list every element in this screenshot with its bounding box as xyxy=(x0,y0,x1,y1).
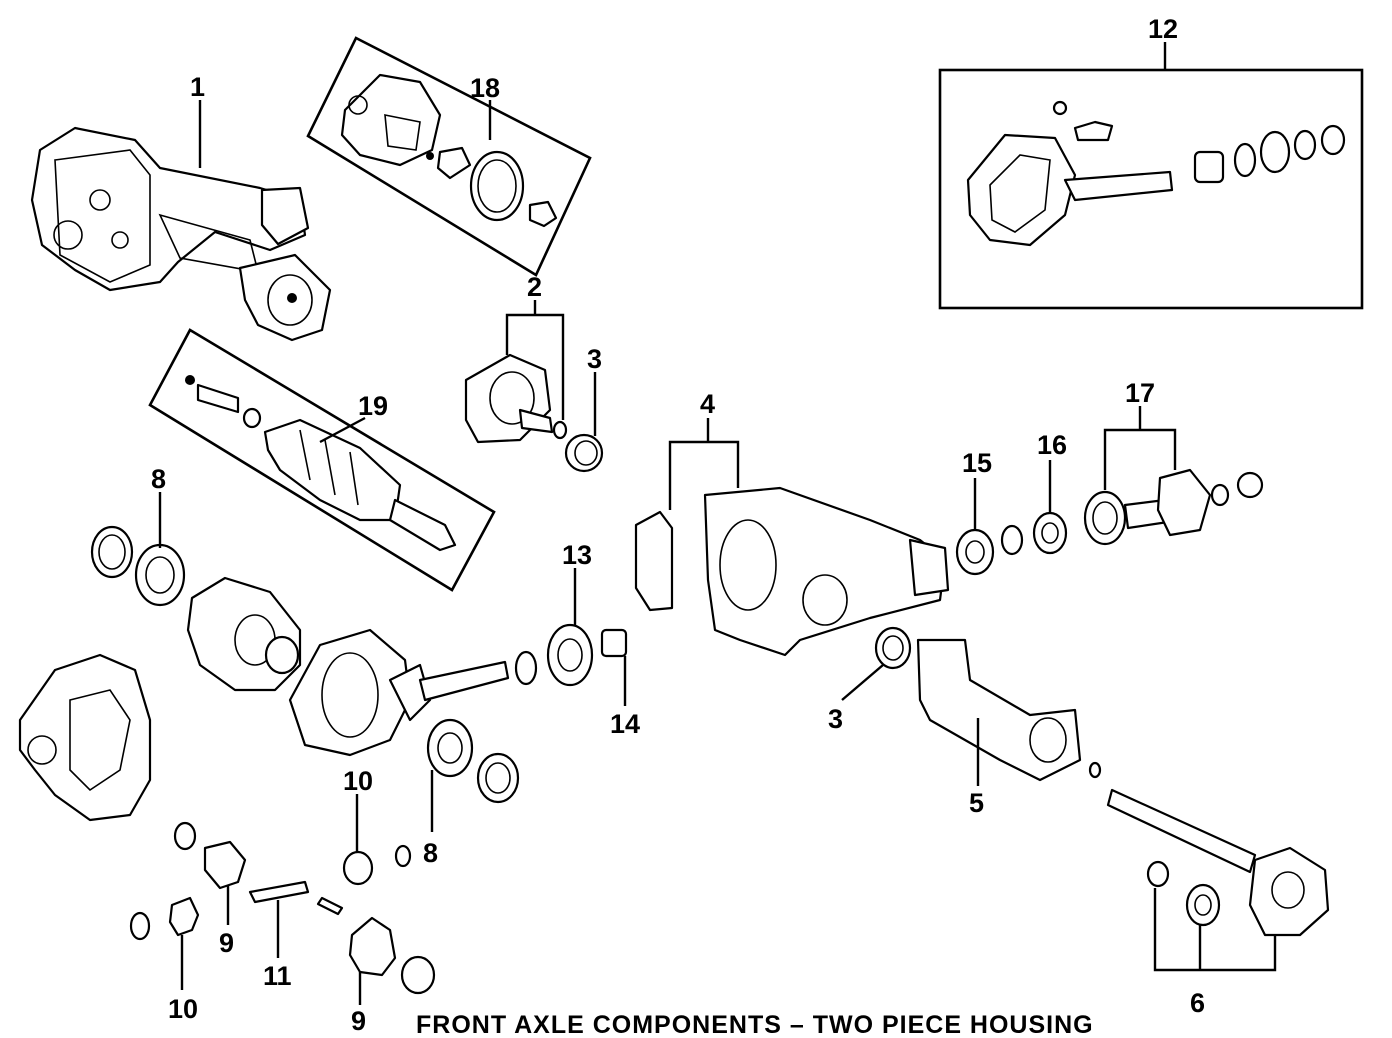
callout-4: 4 xyxy=(700,389,715,419)
part-6-hardware xyxy=(1146,860,1221,927)
callout-13: 13 xyxy=(562,540,592,570)
callout-14: 14 xyxy=(610,709,640,739)
callout-6: 6 xyxy=(1190,988,1205,1018)
part-8-bearing-left xyxy=(90,525,186,607)
diagram-caption: FRONT AXLE COMPONENTS – TWO PIECE HOUSIN… xyxy=(416,1011,1094,1038)
leader-6 xyxy=(1153,888,1277,972)
differential-cover xyxy=(18,653,152,822)
part-8-bearing-right xyxy=(426,718,520,804)
callout-11: 11 xyxy=(263,961,292,991)
part-12-kit-box xyxy=(938,68,1364,310)
part-4-carrier-housing xyxy=(634,486,950,657)
part-9-side-gear-upper xyxy=(173,821,247,890)
callout-12: 12 xyxy=(1148,14,1178,44)
callout-8-left: 8 xyxy=(151,464,166,494)
part-16-seal xyxy=(1032,511,1068,555)
callout-5: 5 xyxy=(969,788,984,818)
part-9-side-gear-lower xyxy=(348,916,436,995)
axle-shaft xyxy=(1088,761,1330,937)
callout-2: 2 xyxy=(527,272,542,302)
part-3-seal-lower xyxy=(874,626,912,670)
callout-16: 16 xyxy=(1037,430,1067,460)
callout-15: 15 xyxy=(962,448,992,478)
callout-19: 19 xyxy=(358,391,388,421)
part-10-gear-upper xyxy=(342,844,412,886)
part-14-sleeve xyxy=(600,628,628,658)
part-1-axle-housing-assembly xyxy=(30,126,332,342)
leader-4 xyxy=(668,440,740,510)
part-11-cross-shaft xyxy=(248,880,344,916)
part-10-gear-lower xyxy=(129,896,200,941)
leader-3-lower xyxy=(841,664,884,701)
part-5-axle-tube xyxy=(916,638,1082,782)
part-3-seal-upper xyxy=(564,433,604,473)
callout-3-lower: 3 xyxy=(828,704,843,734)
part-2-tube-flange xyxy=(464,353,568,444)
callout-10-upper: 10 xyxy=(343,766,373,796)
part-13-bearing xyxy=(514,623,594,687)
part-15-bearing xyxy=(955,524,1024,576)
ring-and-pinion-gear xyxy=(288,628,510,757)
differential-case xyxy=(186,576,302,692)
part-19-kit-box xyxy=(148,328,496,592)
callout-1: 1 xyxy=(190,72,205,102)
callout-17: 17 xyxy=(1125,378,1155,408)
callout-9-lower: 9 xyxy=(351,1006,366,1036)
part-17-yoke-flange xyxy=(1083,468,1264,546)
callout-3-upper: 3 xyxy=(587,344,602,374)
callout-8-right: 8 xyxy=(423,838,438,868)
part-18-kit-box xyxy=(306,36,592,277)
callout-9-upper: 9 xyxy=(219,928,234,958)
callout-10-lower: 10 xyxy=(168,994,198,1024)
callout-18: 18 xyxy=(470,73,500,103)
leader-19 xyxy=(319,416,366,444)
